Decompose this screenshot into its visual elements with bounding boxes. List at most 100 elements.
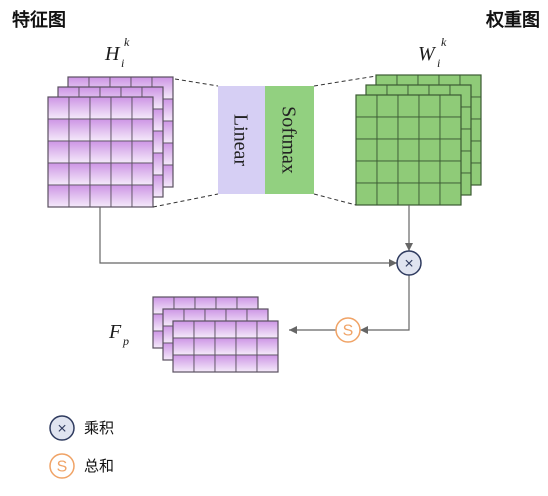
weight-map-cell <box>397 182 420 206</box>
feature-map-symbol: H i k <box>104 35 130 70</box>
legend-multiply-label: 乘积 <box>84 419 114 437</box>
output-map-cell <box>214 337 237 356</box>
feature-map-cell <box>110 140 133 164</box>
weight-map-layer <box>355 94 462 206</box>
output-map-cell <box>214 354 237 373</box>
legend-multiply-symbol: × <box>57 421 66 438</box>
feature-map-title: 特征图 <box>12 9 66 31</box>
feature-map-cell <box>89 140 112 164</box>
feature-map-cell <box>68 140 91 164</box>
feature-map-cell <box>47 162 70 186</box>
weight-map-cell <box>418 94 441 118</box>
weight-map-cell <box>439 160 462 184</box>
output-map-cell <box>193 354 216 373</box>
feature-map-cell <box>131 184 154 208</box>
feature-map-symbol-superscript: k <box>124 35 130 49</box>
multiply-icon <box>49 415 75 441</box>
feature-map-cell <box>110 96 133 120</box>
output-map-layer <box>172 320 279 373</box>
output-map-cell <box>193 337 216 356</box>
weight-map-cell <box>355 94 378 118</box>
weight-map-symbol-superscript: k <box>441 35 447 49</box>
legend: × 乘积 S 总和 <box>49 415 114 479</box>
weight-map-cell <box>397 94 420 118</box>
feature-map-symbol-base: H <box>104 43 121 65</box>
multiply-to-sum-connector <box>360 275 410 334</box>
feature-map-cell <box>47 140 70 164</box>
weight-map-cell <box>355 182 378 206</box>
weight-map-cell <box>439 182 462 206</box>
feature-map-cell <box>89 118 112 142</box>
weight-map-symbol: W i k <box>418 35 447 70</box>
output-map-layer-border <box>172 320 279 373</box>
sum-circle <box>335 317 361 343</box>
feature-map-cell <box>131 140 154 164</box>
softmax-block <box>265 86 314 194</box>
weight-map-cell <box>355 138 378 162</box>
multiply-symbol: × <box>404 256 413 273</box>
sum-icon <box>49 453 75 479</box>
feature-map-cell <box>68 162 91 186</box>
output-map-cell <box>172 320 195 339</box>
weight-map-cell <box>376 182 399 206</box>
weight-map-cell <box>397 138 420 162</box>
weight-map-cell <box>418 182 441 206</box>
weight-map-cell <box>418 160 441 184</box>
output-map-cell <box>193 320 216 339</box>
sum-symbol: S <box>343 323 354 340</box>
softmax-block-label: Softmax <box>278 106 300 174</box>
feature-map-symbol-subscript: i <box>121 56 124 70</box>
legend-sum-label: 总和 <box>84 457 114 475</box>
output-map-cell <box>235 337 258 356</box>
feature-map-cell <box>47 118 70 142</box>
output-map-cell <box>172 337 195 356</box>
weight-map-stack <box>355 74 482 206</box>
projection-line-left-top <box>174 78 219 87</box>
output-map-cell <box>256 320 279 339</box>
feature-map-stack <box>47 76 174 208</box>
weight-map-symbol-subscript: i <box>437 56 440 70</box>
weight-map-cell <box>376 138 399 162</box>
weight-map-cell <box>397 116 420 140</box>
feature-map-cell <box>89 162 112 186</box>
weight-map-cell <box>376 116 399 140</box>
feature-map-cell <box>68 96 91 120</box>
linear-block <box>218 86 265 194</box>
feature-map-cell <box>68 118 91 142</box>
weight-map-cell <box>376 160 399 184</box>
output-map-cell <box>235 354 258 373</box>
weight-map-symbol-base: W <box>418 43 437 65</box>
weight-map-cell <box>418 116 441 140</box>
feature-map-cell <box>131 118 154 142</box>
feature-map-cell <box>47 96 70 120</box>
output-symbol: F p <box>108 321 129 348</box>
weight-map-cell <box>397 160 420 184</box>
weight-map-cell <box>439 116 462 140</box>
feature-map-cell <box>47 184 70 208</box>
feature-to-multiply-connector <box>99 207 397 267</box>
multiply-icon: × <box>396 250 422 276</box>
weight-map-title: 权重图 <box>485 9 540 31</box>
feature-map-cell <box>89 184 112 208</box>
legend-item-multiply: × 乘积 <box>49 415 114 441</box>
feature-map-layer <box>47 96 154 208</box>
weight-map-cell <box>439 138 462 162</box>
feature-map-cell <box>110 184 133 208</box>
sum-icon: S <box>335 317 361 343</box>
weight-map-cell <box>355 116 378 140</box>
feature-map-cell <box>131 162 154 186</box>
output-map-cell <box>256 337 279 356</box>
feature-map-cell <box>131 96 154 120</box>
weight-map-cell <box>376 94 399 118</box>
output-map-cell <box>214 320 237 339</box>
projection-line-right-bottom <box>313 193 357 206</box>
legend-sum-symbol: S <box>57 459 68 476</box>
output-map-cell <box>256 354 279 373</box>
linear-block-label: Linear <box>230 114 252 167</box>
feature-map-cell <box>110 118 133 142</box>
projection-line-right-top <box>313 75 377 87</box>
feature-map-cell <box>110 162 133 186</box>
output-map-cell <box>235 320 258 339</box>
weight-map-cell <box>439 94 462 118</box>
